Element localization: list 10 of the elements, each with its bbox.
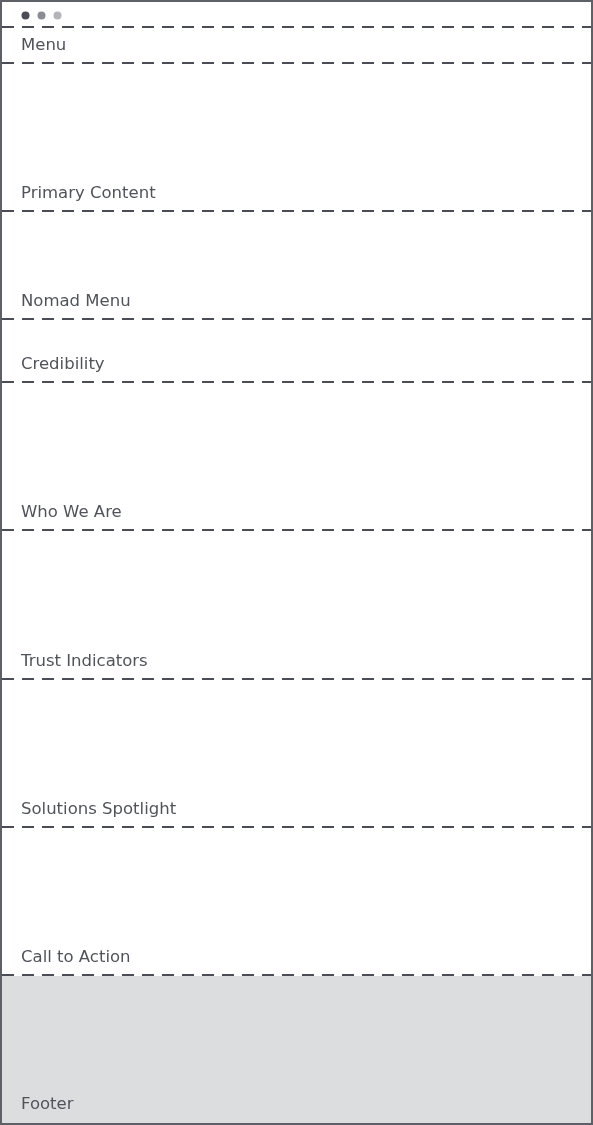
section-label: Footer: [21, 1094, 74, 1114]
section-label: Nomad Menu: [21, 291, 131, 311]
section-label: Who We Are: [21, 502, 122, 522]
page-section: [2, 976, 591, 1123]
section-label: Credibility: [21, 354, 105, 374]
section-label: Primary Content: [21, 183, 156, 203]
section-label: Solutions Spotlight: [21, 799, 177, 819]
section-label: Trust Indicators: [21, 651, 148, 671]
section-label: Menu: [21, 35, 67, 55]
section-label: Call to Action: [21, 947, 131, 967]
